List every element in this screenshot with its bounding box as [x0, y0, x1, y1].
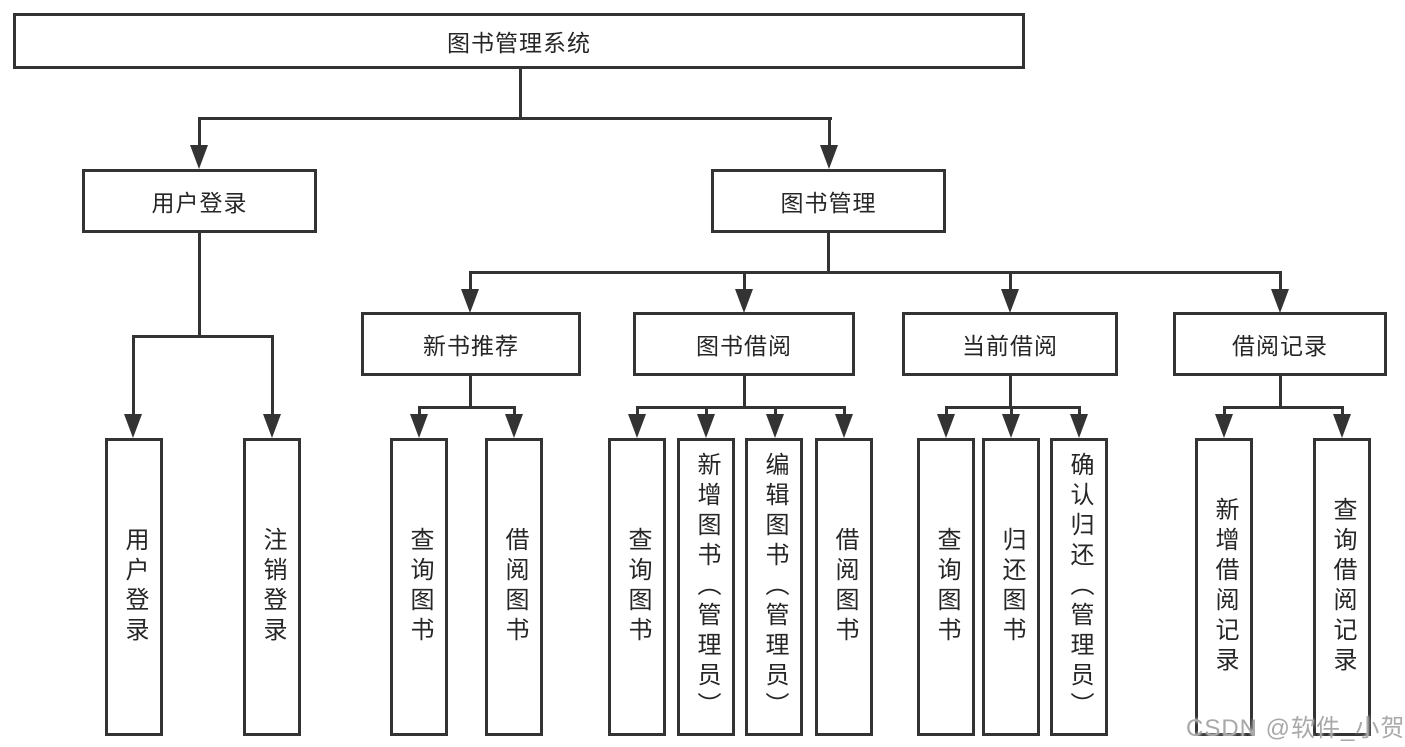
leaf-return-books: 归还图书	[982, 438, 1040, 736]
leaf-query-books-borrow: 查询图书	[608, 438, 666, 736]
node-root-library-system: 图书管理系统	[13, 13, 1025, 69]
arrow-down-icon	[735, 289, 753, 313]
leaf-borrow-books: 借阅图书	[815, 438, 873, 736]
leaf-query-books-recommend: 查询图书	[390, 438, 448, 736]
arrow-down-icon	[1333, 414, 1351, 438]
connector-line	[636, 406, 639, 418]
arrow-down-icon	[1215, 414, 1233, 438]
connector-line	[513, 406, 516, 418]
connector-line	[132, 335, 135, 419]
arrow-down-icon	[697, 414, 715, 438]
connector-line	[198, 117, 201, 147]
connector-line	[418, 406, 516, 409]
connector-line	[271, 335, 274, 419]
leaf-add-books-admin: 新增图书（管理员）	[677, 438, 735, 736]
arrow-down-icon	[263, 414, 281, 438]
node-user-login: 用户登录	[82, 169, 317, 233]
arrow-down-icon	[1070, 414, 1088, 438]
arrow-down-icon	[505, 414, 523, 438]
arrow-down-icon	[835, 414, 853, 438]
connector-line	[198, 117, 832, 120]
arrow-down-icon	[820, 145, 838, 169]
connector-line	[1279, 376, 1282, 409]
connector-line	[1078, 406, 1081, 418]
connector-line	[1341, 406, 1344, 418]
arrow-down-icon	[410, 414, 428, 438]
arrow-down-icon	[1001, 289, 1019, 313]
connector-line	[469, 271, 1282, 274]
arrow-down-icon	[461, 289, 479, 313]
connector-line	[133, 335, 274, 338]
leaf-logout: 注销登录	[243, 438, 301, 736]
connector-line	[828, 117, 831, 147]
arrow-down-icon	[628, 414, 646, 438]
leaf-borrow-books-recommend: 借阅图书	[485, 438, 543, 736]
leaf-query-books-current: 查询图书	[917, 438, 975, 736]
connector-line	[705, 406, 708, 418]
node-book-borrowing: 图书借阅	[633, 312, 855, 376]
arrow-down-icon	[1271, 289, 1289, 313]
connector-line	[743, 376, 746, 409]
connector-line	[843, 406, 846, 418]
leaf-user-login: 用户登录	[105, 438, 163, 736]
leaf-edit-books-admin: 编辑图书（管理员）	[745, 438, 803, 736]
node-book-management: 图书管理	[711, 169, 946, 233]
connector-line	[774, 406, 777, 418]
node-current-borrowing: 当前借阅	[902, 312, 1118, 376]
connector-line	[1010, 406, 1013, 418]
node-borrowing-records: 借阅记录	[1173, 312, 1387, 376]
connector-line	[1009, 376, 1012, 409]
connector-line	[1279, 271, 1282, 291]
connector-line	[519, 68, 522, 120]
leaf-confirm-return-admin: 确认归还（管理员）	[1050, 438, 1108, 736]
leaf-query-borrow-record: 查询借阅记录	[1313, 438, 1371, 736]
node-new-book-recommendation: 新书推荐	[361, 312, 581, 376]
connector-line	[418, 406, 421, 418]
connector-line	[827, 232, 830, 274]
connector-line	[469, 376, 472, 409]
connector-line	[198, 232, 201, 338]
connector-line	[469, 271, 472, 291]
arrow-down-icon	[124, 414, 142, 438]
connector-line	[945, 406, 948, 418]
leaf-add-borrow-record: 新增借阅记录	[1195, 438, 1253, 736]
connector-line	[743, 271, 746, 291]
arrow-down-icon	[766, 414, 784, 438]
arrow-down-icon	[937, 414, 955, 438]
arrow-down-icon	[190, 145, 208, 169]
csdn-watermark: CSDN @软件_小贺同学	[1186, 715, 1405, 742]
connector-line	[1223, 406, 1344, 409]
connector-line	[1009, 271, 1012, 291]
connector-line	[1223, 406, 1226, 418]
connector-line	[636, 406, 846, 409]
arrow-down-icon	[1002, 414, 1020, 438]
